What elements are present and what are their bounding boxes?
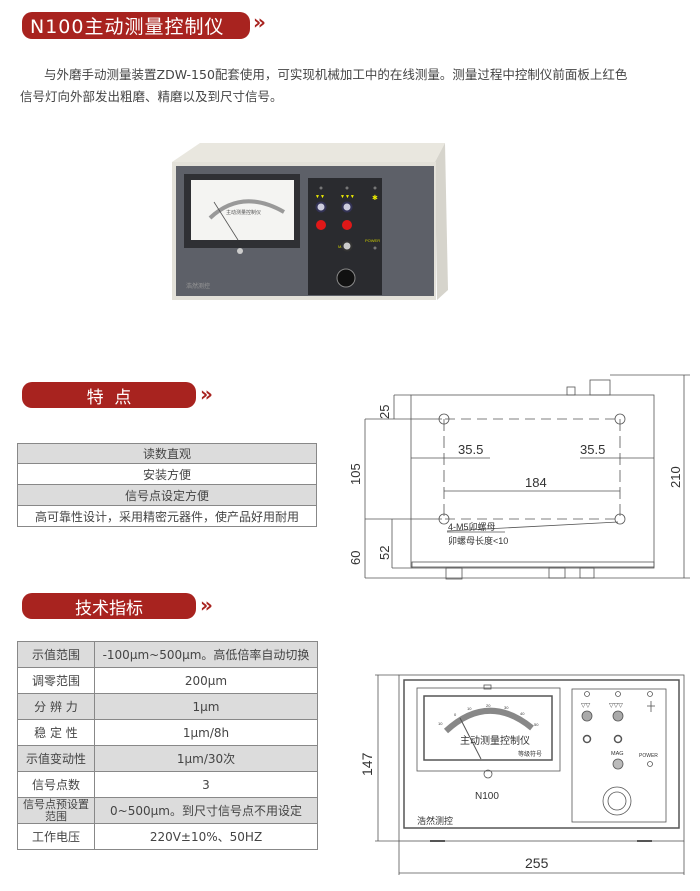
intro-line-2: 信号灯向外部发出粗磨、精磨以及到尺寸信号。 [20,89,283,104]
signal-symbol-1: ▽▽ [581,703,591,709]
specs-heading-text: 技术指标 [75,598,143,619]
chevron-right-icon: » [200,593,213,617]
feature-item: 信号点设定方便 [17,484,317,506]
spec-value: 1μm [94,693,318,720]
spec-value: 220V±10%、50HZ [94,823,318,850]
mounting-drawing: 35.5 35.5 184 4-M5卯螺母 卯螺母长度<10 25 105 60… [348,374,690,580]
spec-value: -100μm~500μm。高低倍率自动切换 [94,641,318,668]
spec-label: 示值变动性 [17,745,95,772]
specs-heading: 技术指标 [22,593,196,619]
dim-35-right: 35.5 [580,442,605,457]
spec-label: 调零范围 [17,667,95,694]
spec-value: 1μm/30次 [94,745,318,772]
meter-title: 主动测量控制仪 [460,734,530,747]
features-heading: 特 点 [22,382,196,408]
features-table: 读数直观 安装方便 信号点设定方便 高可靠性设计，采用精密元器件，使产品好用耐用 [17,443,317,527]
product-photo: 主动测量控制仪 MAG POWER ▼▼▼▼▼ ✱ 浩然测控 [172,143,448,300]
photo-meter-title: 主动测量控制仪 [226,209,261,216]
dim-35-left: 35.5 [458,442,483,457]
dim-height-147: 147 [359,752,375,776]
scale-tick: 20 [486,703,491,708]
chevron-right-icon: » [253,10,266,34]
meter-class-label: 等级符号 [518,750,542,758]
spec-label: 示值范围 [17,641,95,668]
svg-text:▼▼: ▼▼ [315,194,325,200]
intro-line-1: 与外磨手动测量装置ZDW-150配套使用，可实现机械加工中的在线测量。测量过程中… [44,67,628,82]
signal-symbol-2: ▽▽▽ [609,703,623,709]
mag-label: MAG [611,751,624,757]
intro-paragraph: 与外磨手动测量装置ZDW-150配套使用，可实现机械加工中的在线测量。测量过程中… [20,64,690,108]
spec-value: 0~500μm。到尺寸信号点不用设定 [94,797,318,824]
model-label: N100 [475,791,499,802]
spec-label: 工作电压 [17,823,95,850]
dim-52: 52 [377,546,392,560]
svg-text:▼▼▼: ▼▼▼ [340,194,355,200]
spec-value: 3 [94,771,318,798]
brand-label: 浩然测控 [417,815,453,826]
dim-25: 25 [377,405,392,419]
features-heading-text: 特 点 [86,387,132,408]
spec-label: 信号点数 [17,771,95,798]
note-nut-length: 卯螺母长度<10 [448,535,508,546]
scale-tick: 30 [504,705,509,710]
dim-60: 60 [348,551,363,565]
svg-text:浩然测控: 浩然测控 [186,282,210,290]
feature-item: 高可靠性设计，采用精密元器件，使产品好用耐用 [17,505,317,527]
chevron-right-icon: » [200,382,213,406]
dim-105: 105 [348,463,363,485]
photo-power-label: POWER [365,238,380,243]
scale-tick: 50 [534,722,539,727]
spec-value: 1μm/8h [94,719,318,746]
page-title: N100主动测量控制仪 [22,12,250,39]
power-label: POWER [639,753,658,759]
scale-tick: 10 [467,706,472,711]
spec-label: 分 辨 力 [17,693,95,720]
page-title-text: N100主动测量控制仪 [30,16,225,38]
dim-width-255: 255 [525,855,549,871]
feature-item: 读数直观 [17,443,317,464]
scale-tick: 10 [438,721,443,726]
spec-label: 信号点预设置范围 [17,797,95,824]
scale-tick: 40 [520,711,525,716]
note-nut: 4-M5卯螺母 [448,522,496,532]
dim-184: 184 [525,475,547,490]
spec-value: 200μm [94,667,318,694]
scale-tick: 0 [454,712,457,717]
feature-item: 安装方便 [17,463,317,485]
svg-text:✱: ✱ [372,194,378,202]
front-drawing: 10 0 10 20 30 40 50 主动测量控制仪 等级符号 N100 浩然… [359,674,685,875]
spec-label: 稳 定 性 [17,719,95,746]
dim-210: 210 [668,466,683,488]
